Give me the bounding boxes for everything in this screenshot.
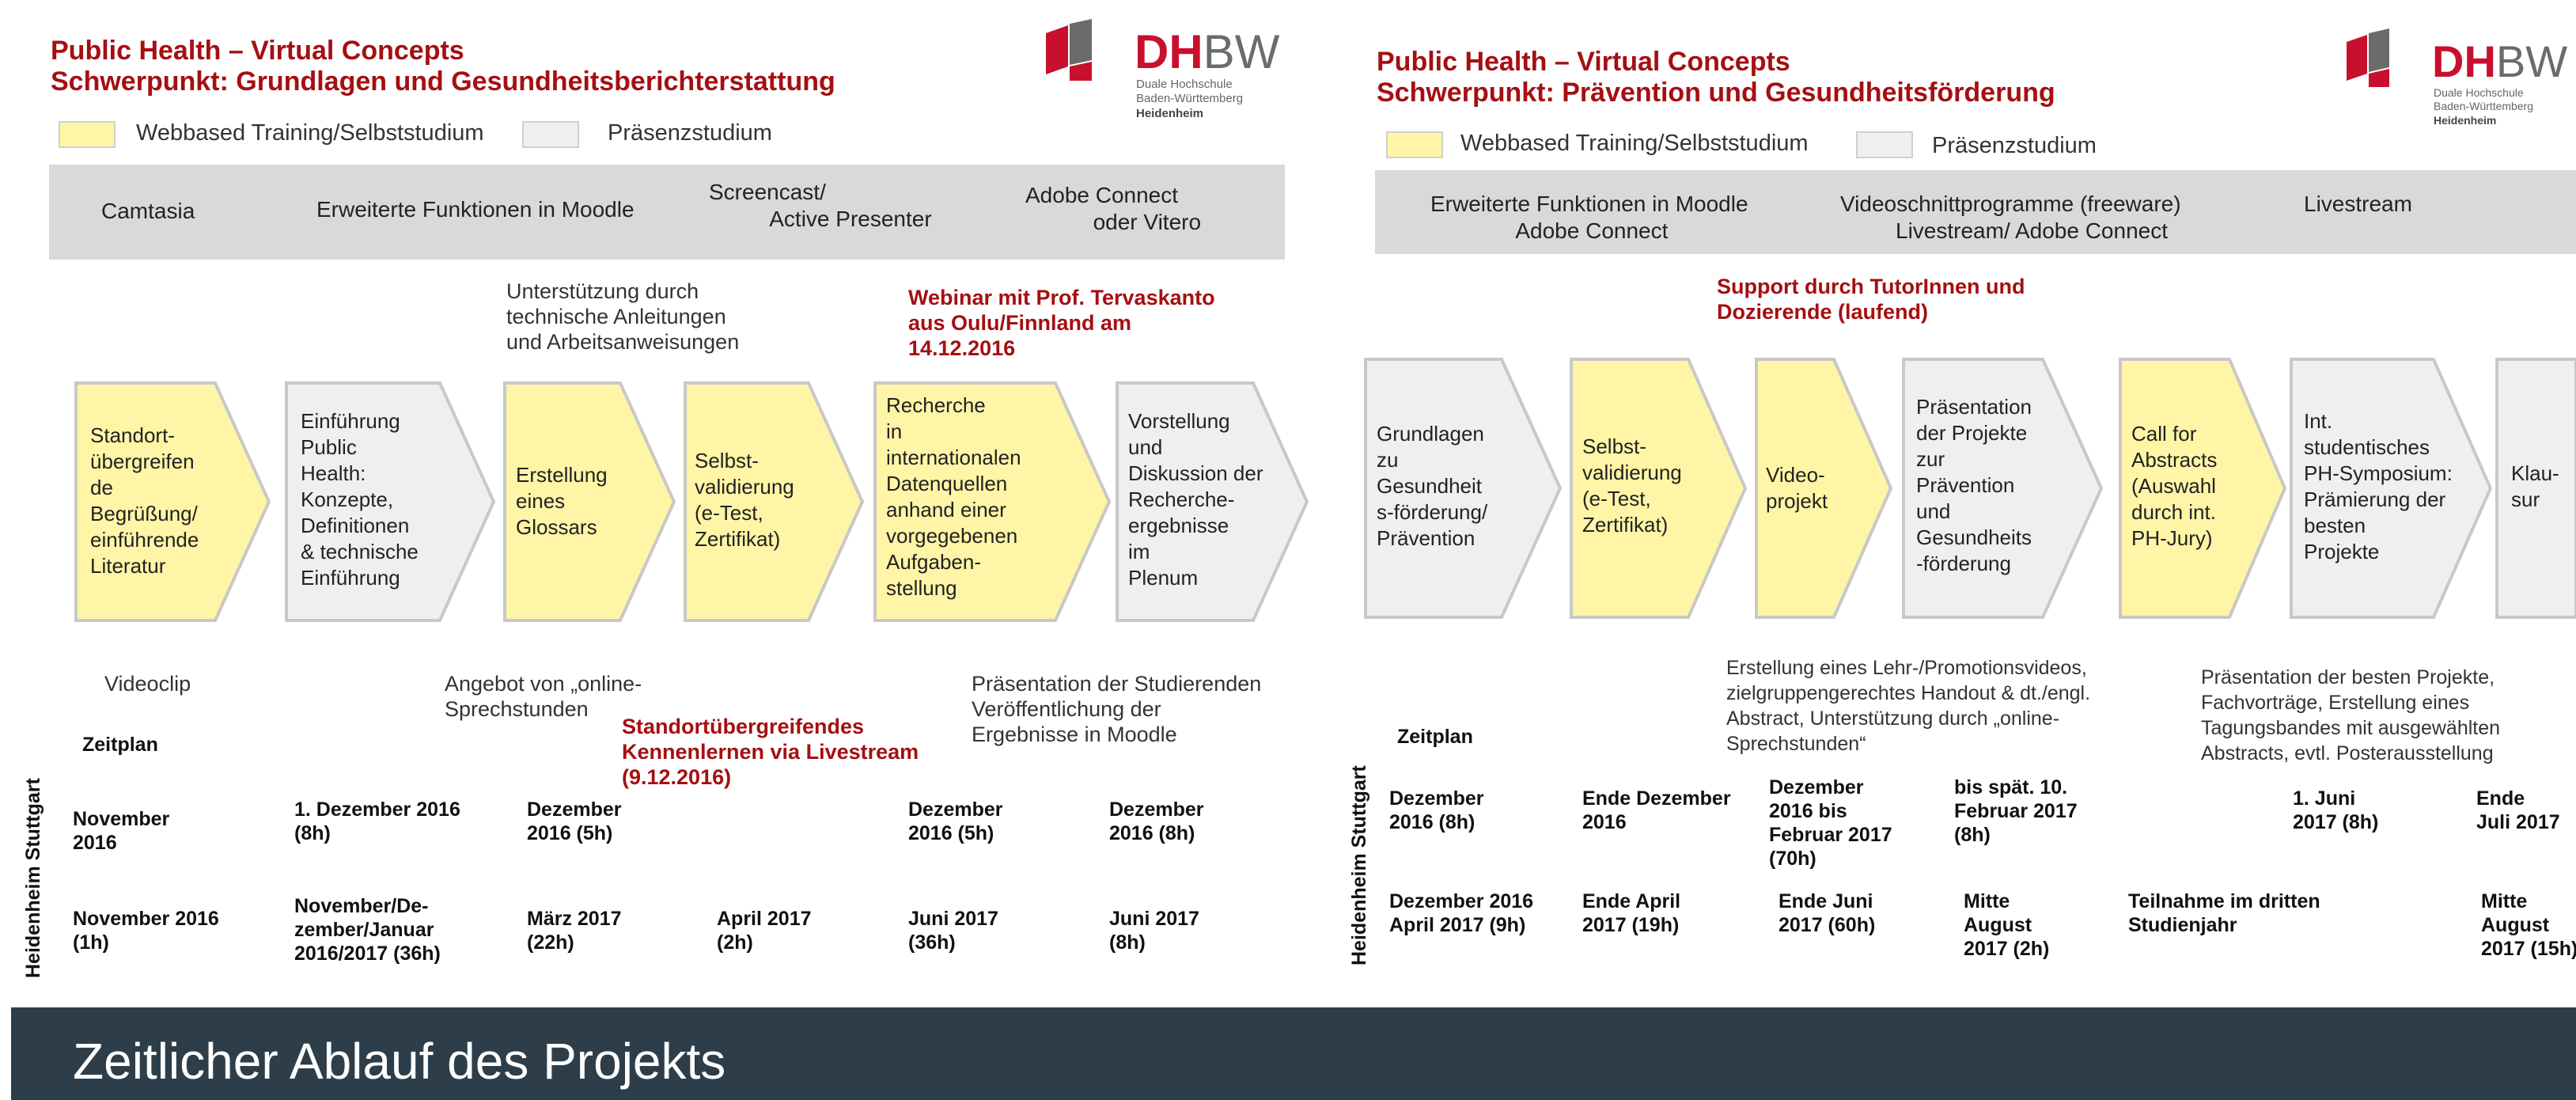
right-location-label: Heidenheim Stuttgart	[1348, 765, 1370, 965]
dhbw-logo-mark-icon	[1046, 19, 1092, 81]
right-zeitplan-label: Zeitplan	[1397, 726, 1473, 748]
tool-moodle-adobe: Erweiterte Funktionen in Moodle Adobe Co…	[1430, 192, 1748, 243]
left-row1-cell5: Dezember 2016 (8h)	[1109, 798, 1204, 844]
note-videoclip: Videoclip	[104, 672, 191, 696]
right-row1-cell1: Dezember 2016 (8h)	[1389, 787, 1484, 833]
right-row2-cell2: Ende April 2017 (19h)	[1582, 890, 1681, 936]
left-tools-bar: Camtasia Erweiterte Funktionen in Moodle…	[49, 165, 1285, 260]
step-call-for-abstracts: Call for Abstracts (Auswahl durch int. P…	[2119, 358, 2287, 619]
step-klausur: Klau- sur	[2495, 358, 2576, 619]
left-location-label: Heidenheim Stuttgart	[22, 778, 44, 978]
tool-adobe-connect: Adobe Connect oder Vitero	[1025, 183, 1202, 234]
right-row2-cell4: Mitte August 2017 (2h)	[1964, 890, 2050, 960]
right-logo-wordmark: DHBW	[2432, 36, 2568, 86]
step-label: Grundlagen zu Gesundheit s-förderung/ Pr…	[1377, 422, 1488, 550]
tool-moodle: Erweiterte Funktionen in Moodle	[316, 197, 635, 222]
tool-camtasia: Camtasia	[101, 199, 195, 223]
step-ph-symposium: Int. studentisches PH-Symposium: Prämier…	[2290, 358, 2493, 619]
right-row1-cell6: Ende Juli 2017	[2476, 787, 2560, 833]
note-kennenlernen-livestream: Standortübergreifendes Kennenlernen via …	[622, 715, 919, 789]
step-label: Selbst- validierung (e-Test, Zertifikat)	[1582, 434, 1682, 537]
legend-web-swatch	[59, 121, 116, 148]
step-selbstvalidierung-2: Selbst- validierung (e-Test, Zertifikat)	[1570, 358, 1748, 619]
left-row2-cell5: Juni 2017 (36h)	[908, 908, 998, 954]
step-label: Standort- übergreifen de Begrüßung/ einf…	[90, 423, 199, 578]
step-grundlagen-praevention: Grundlagen zu Gesundheit s-förderung/ Pr…	[1364, 358, 1563, 619]
note-online-sprechstunden: Angebot von „online- Sprechstunden	[445, 672, 642, 721]
right-row2-cell3: Ende Juni 2017 (60h)	[1779, 890, 1876, 936]
note-beste-projekte: Präsentation der besten Projekte, Fachvo…	[2201, 666, 2501, 764]
left-row2-cell1: November 2016 (1h)	[73, 908, 219, 954]
legend-presence-swatch	[1856, 131, 1913, 158]
left-row2-cell6: Juni 2017 (8h)	[1109, 908, 1199, 954]
step-vorstellung-plenum: Vorstellung und Diskussion der Recherche…	[1116, 381, 1309, 622]
note-support-instructions: Unterstützung durch technische Anleitung…	[506, 279, 740, 354]
tool-livestream: Livestream	[2304, 192, 2412, 216]
step-label: Vorstellung und Diskussion der Recherche…	[1128, 409, 1263, 590]
note-support-tutors: Support durch TutorInnen und Dozierende …	[1717, 275, 2025, 324]
footer-bar: Zeitlicher Ablauf des Projekts	[11, 1007, 2576, 1100]
step-praesentation-projekte: Präsentation der Projekte zur Prävention…	[1902, 358, 2104, 619]
legend-web-label: Webbased Training/Selbststudium	[1460, 131, 1809, 156]
left-title-line2: Schwerpunkt: Grundlagen und Gesundheitsb…	[51, 66, 835, 97]
step-standort-begruessung: Standort- übergreifen de Begrüßung/ einf…	[74, 381, 271, 622]
right-title-line1: Public Health – Virtual Concepts	[1377, 47, 1790, 77]
right-row1-cell4: bis spät. 10. Februar 2017 (8h)	[1954, 776, 2078, 846]
left-row1-cell4: Dezember 2016 (5h)	[908, 798, 1003, 844]
step-label: Klau- sur	[2511, 461, 2559, 511]
right-logo-sub2: Baden-Württemberg	[2434, 100, 2534, 112]
right-row1-cell3: Dezember 2016 bis Februar 2017 (70h)	[1769, 776, 1892, 870]
left-row2-cell3: März 2017 (22h)	[527, 908, 622, 954]
legend-presence-label: Präsenzstudium	[608, 120, 772, 146]
right-row2-cell5: Teilnahme im dritten Studienjahr	[2128, 890, 2320, 936]
left-logo-wordmark: DHBW	[1135, 25, 1280, 78]
right-logo-sub1: Duale Hochschule	[2434, 86, 2524, 99]
right-row1-cell5: 1. Juni 2017 (8h)	[2293, 787, 2379, 833]
step-label: Selbst- validierung (e-Test, Zertifikat)	[695, 449, 794, 551]
left-logo-sub1: Duale Hochschule	[1136, 78, 1233, 91]
left-row2-cell4: April 2017 (2h)	[717, 908, 812, 954]
step-label: Int. studentisches PH-Symposium: Prämier…	[2304, 409, 2453, 563]
step-label: Präsentation der Projekte zur Prävention…	[1916, 395, 2032, 575]
left-logo-sub3: Heidenheim	[1136, 107, 1204, 120]
legend-presence-swatch	[522, 121, 579, 148]
left-row1-cell3: Dezember 2016 (5h)	[527, 798, 622, 844]
step-videoprojekt: Video- projekt	[1755, 358, 1893, 619]
left-title-line1: Public Health – Virtual Concepts	[51, 36, 464, 66]
step-erstellung-glossar: Erstellung eines Glossars	[503, 381, 676, 622]
note-praesentation-moodle: Präsentation der Studierenden Veröffentl…	[972, 672, 1262, 746]
right-row2-cell1: Dezember 2016 April 2017 (9h)	[1389, 890, 1534, 936]
step-label: Erstellung eines Glossars	[516, 463, 608, 539]
left-row2-cell2: November/De- zember/Januar 2016/2017 (36…	[294, 895, 441, 965]
step-selbstvalidierung: Selbst- validierung (e-Test, Zertifikat)	[684, 381, 865, 622]
tool-video-livestream: Videoschnittprogramme (freeware) Livestr…	[1840, 192, 2181, 243]
right-title-line2: Schwerpunkt: Prävention und Gesundheitsf…	[1377, 78, 2055, 108]
legend-presence-label: Präsenzstudium	[1932, 133, 2097, 158]
dhbw-logo-mark-icon	[2347, 28, 2389, 87]
step-label: Video- projekt	[1766, 463, 1828, 513]
left-row1-cell1: November 2016	[73, 808, 170, 854]
right-tools-bar: Erweiterte Funktionen in Moodle Adobe Co…	[1375, 170, 2576, 254]
step-label: Recherche in internationalen Datenquelle…	[886, 393, 1021, 600]
step-label: Call for Abstracts (Auswahl durch int. P…	[2131, 422, 2218, 550]
step-recherche: Recherche in internationalen Datenquelle…	[873, 381, 1112, 622]
tool-screencast: Screencast/ Active Presenter	[709, 180, 932, 231]
note-webinar: Webinar mit Prof. Tervaskanto aus Oulu/F…	[908, 286, 1215, 360]
left-zeitplan-label: Zeitplan	[82, 734, 158, 756]
right-logo-sub3: Heidenheim	[2434, 114, 2497, 127]
step-label: Einführung Public Health: Konzepte, Defi…	[301, 409, 419, 590]
right-row1-cell2: Ende Dezember 2016	[1582, 787, 1731, 833]
legend-web-swatch	[1386, 131, 1443, 158]
legend-web-label: Webbased Training/Selbststudium	[136, 120, 484, 146]
left-row1-cell2: 1. Dezember 2016 (8h)	[294, 798, 460, 844]
note-video-erstellung: Erstellung eines Lehr-/Promotionsvideos,…	[1726, 657, 2091, 755]
footer-title: Zeitlicher Ablauf des Projekts	[73, 1033, 726, 1090]
step-einfuehrung-public-health: Einführung Public Health: Konzepte, Defi…	[285, 381, 496, 622]
right-row2-cell6: Mitte August 2017 (15h)	[2481, 890, 2576, 960]
left-logo-sub2: Baden-Württemberg	[1136, 92, 1244, 105]
